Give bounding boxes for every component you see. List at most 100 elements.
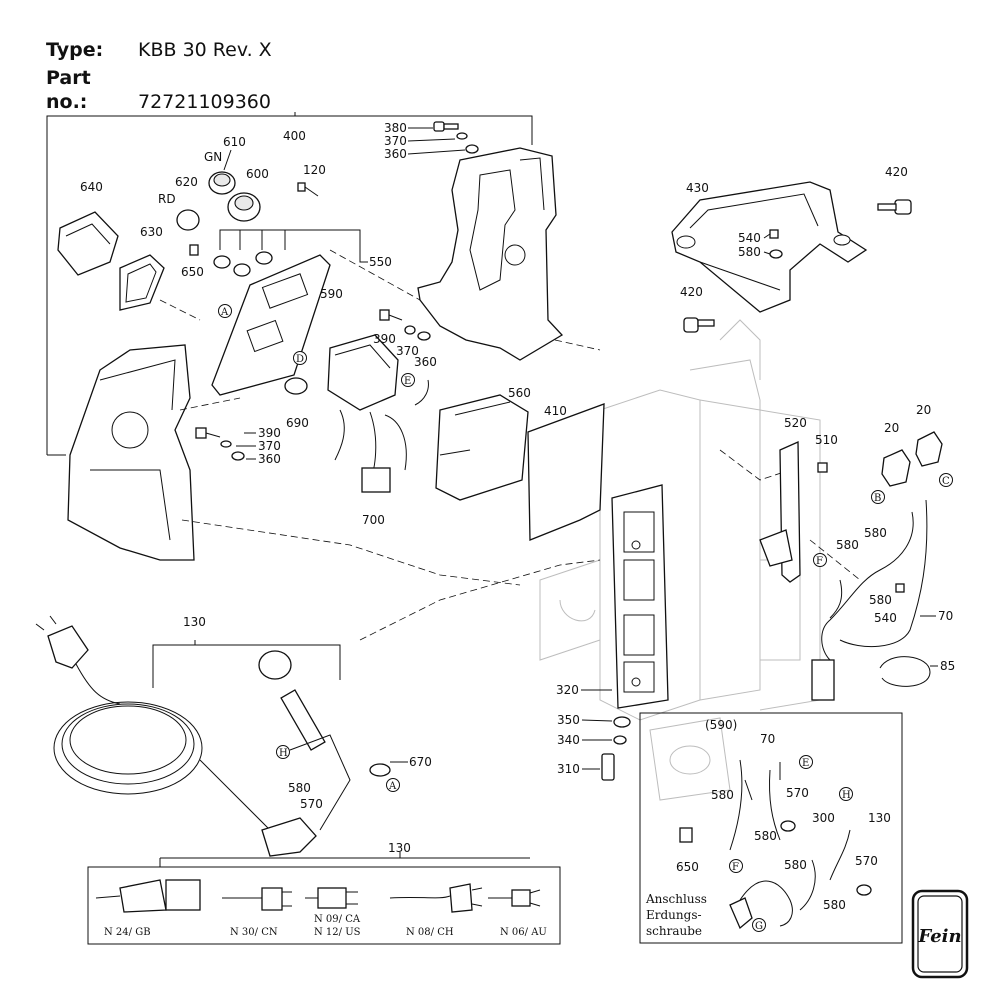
inset-note-line1: Anschluss	[645, 892, 707, 906]
label-580-inset-c: 580	[784, 858, 807, 872]
marker-e-switch: E	[404, 376, 411, 387]
partno-value: 72721109360	[138, 91, 271, 113]
screw-650-top	[189, 244, 199, 256]
bracket-400	[46, 112, 533, 456]
label-350: 350	[557, 713, 580, 727]
switch-640	[57, 211, 119, 276]
label-540-handle: 540	[738, 231, 761, 245]
plug-label-ca: N 09/ CA	[314, 914, 361, 925]
label-590-inset: (590)	[705, 718, 737, 732]
label-85: 85	[940, 659, 955, 673]
label-gn: GN	[204, 150, 222, 164]
marker-a-cord: A	[388, 781, 397, 792]
label-550: 550	[369, 255, 392, 269]
screw-set-lower	[195, 427, 256, 461]
label-420-left: 420	[680, 285, 703, 299]
plug-label-us: N 12/ US	[314, 927, 361, 938]
type-value: KBB 30 Rev. X	[138, 39, 272, 61]
plate-590	[211, 254, 331, 396]
label-650-top: 650	[181, 265, 204, 279]
label-380: 380	[384, 121, 407, 135]
label-360-top: 360	[384, 147, 407, 161]
selector-knobs	[176, 171, 261, 231]
label-650-inset: 650	[676, 860, 699, 874]
screw-set-middle	[379, 309, 431, 341]
label-20-c: 20	[916, 403, 931, 417]
label-300: 300	[812, 811, 835, 825]
inset-note-line2: Erdungs-	[646, 908, 702, 922]
label-rd: RD	[158, 192, 176, 206]
label-310: 310	[557, 762, 580, 776]
fein-logo-text: Fein	[917, 926, 961, 947]
label-580-right-b: 580	[864, 526, 887, 540]
plug-variants-box	[87, 852, 561, 945]
type-row: Type: KBB 30 Rev. X	[46, 38, 272, 62]
label-120: 120	[303, 163, 326, 177]
plug-label-ch: N 08/ CH	[406, 927, 454, 938]
label-640: 640	[80, 180, 103, 194]
electronics-560	[435, 394, 529, 501]
label-20-b: 20	[884, 421, 899, 435]
label-580-inset-b: 580	[754, 829, 777, 843]
label-580-right-c: 580	[869, 593, 892, 607]
bracket-130	[152, 644, 341, 688]
screw-540-right	[895, 583, 905, 593]
label-560: 560	[508, 386, 531, 400]
marker-d: D	[296, 354, 304, 365]
label-600: 600	[246, 167, 269, 181]
insulation-410	[527, 403, 605, 541]
label-130-plugs: 130	[388, 841, 411, 855]
switch-assembly	[327, 334, 429, 493]
label-570-inset-b: 570	[855, 854, 878, 868]
label-690: 690	[286, 416, 309, 430]
label-370-low: 370	[258, 439, 281, 453]
bar-520	[759, 441, 801, 583]
marker-b: B	[874, 493, 881, 504]
housing-shell-right	[417, 147, 564, 361]
label-590: 590	[320, 287, 343, 301]
marker-e-inset: E	[802, 758, 809, 769]
nut-690	[284, 377, 308, 395]
plug-label-cn: N 30/ CN	[230, 927, 278, 938]
label-570-inset-a: 570	[786, 786, 809, 800]
screw-420-right	[877, 199, 912, 215]
label-700: 700	[362, 513, 385, 527]
label-670: 670	[409, 755, 432, 769]
type-label: Type:	[46, 39, 104, 61]
plug-label-au: N 06/ AU	[500, 927, 547, 938]
machine-body-background	[539, 319, 821, 721]
screw-540-handle	[763, 229, 783, 259]
label-540-right: 540	[874, 611, 897, 625]
plug-ca-us	[305, 887, 358, 909]
label-580-inset-a: 580	[711, 788, 734, 802]
knob-20-c	[915, 431, 943, 467]
housing-shell-left	[67, 344, 195, 561]
label-130-inset: 130	[868, 811, 891, 825]
label-520: 520	[784, 416, 807, 430]
inset-wiring-box	[639, 712, 903, 944]
knob-20-b	[881, 449, 911, 487]
screw-510	[817, 462, 828, 473]
marker-g: G	[755, 921, 763, 932]
label-610: 610	[223, 135, 246, 149]
marker-a-plate: A	[220, 307, 229, 318]
label-580-cord: 580	[288, 781, 311, 795]
label-510: 510	[815, 433, 838, 447]
plug-label-gb: N 24/ GB	[104, 927, 151, 938]
plug-cn	[222, 887, 292, 911]
cable-70-right	[811, 499, 936, 701]
marker-h-cord: H	[279, 748, 288, 759]
plug-ch	[389, 883, 483, 913]
label-70-right: 70	[938, 609, 953, 623]
plug-gb	[95, 879, 201, 913]
label-400: 400	[283, 129, 306, 143]
label-430: 430	[686, 181, 709, 195]
bracket-550	[213, 229, 368, 277]
label-570-cord: 570	[300, 797, 323, 811]
partno-label: Part no.:	[46, 67, 91, 113]
screw-set-top	[407, 121, 479, 155]
label-130-cord: 130	[183, 615, 206, 629]
screw-120	[297, 182, 319, 197]
label-320: 320	[556, 683, 579, 697]
marker-f-inset: F	[732, 862, 739, 873]
